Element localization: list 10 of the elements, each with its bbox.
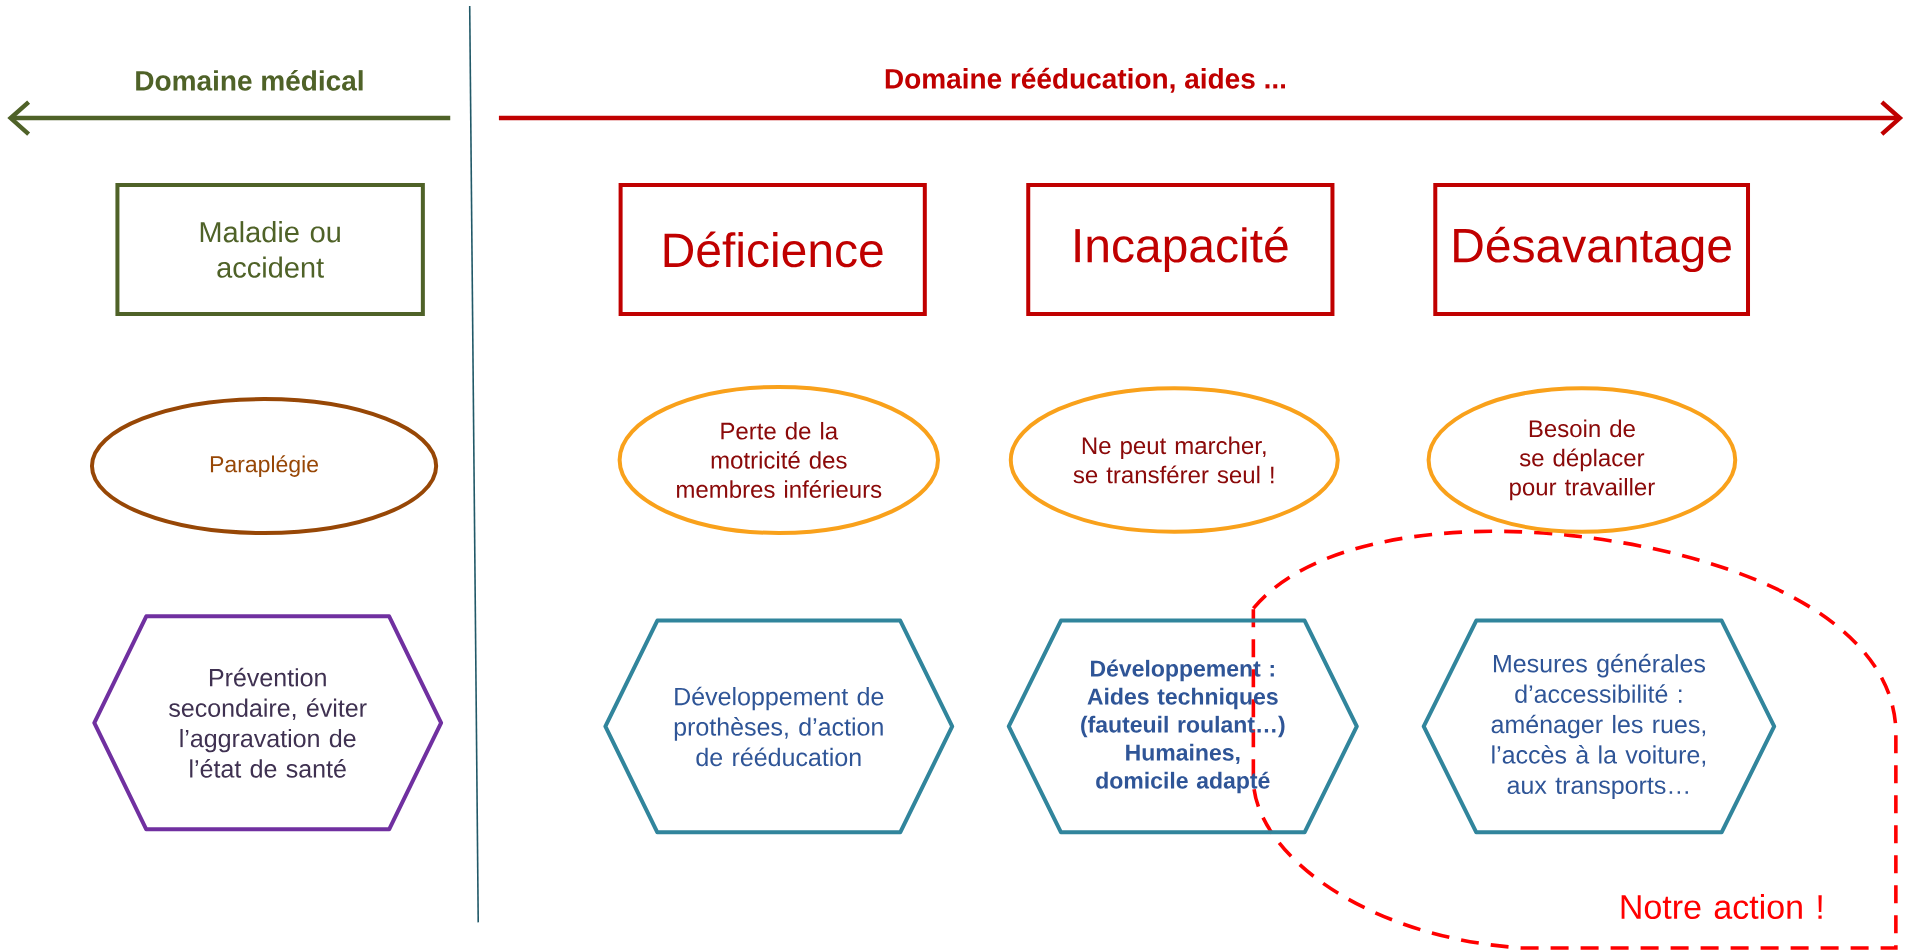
term-box: Maladie ou accident [115, 182, 425, 316]
domain-label: Domaine médical [136, 69, 363, 91]
action-hexagon: Développement : Aides techniques (fauteuil roulant…) Humaines, domicile adapté [1006, 618, 1359, 835]
term-box: Désavantage [1433, 182, 1750, 316]
domain-label: Domaine rééducation, aides ... [885, 67, 1286, 93]
action-hexagon: Prévention secondaire, éviter l’aggravation de l’état de santé [92, 614, 444, 832]
action-hexagon: Mesures générales d’accessibilité : aménager les rues, l’accès à la voiture, aux transports… [1421, 618, 1777, 835]
term-box: Incapacité [1026, 182, 1335, 316]
action-hexagon: Développement de prothèses, d’action de rééducation [603, 618, 955, 835]
term-box: Déficience [618, 182, 927, 316]
